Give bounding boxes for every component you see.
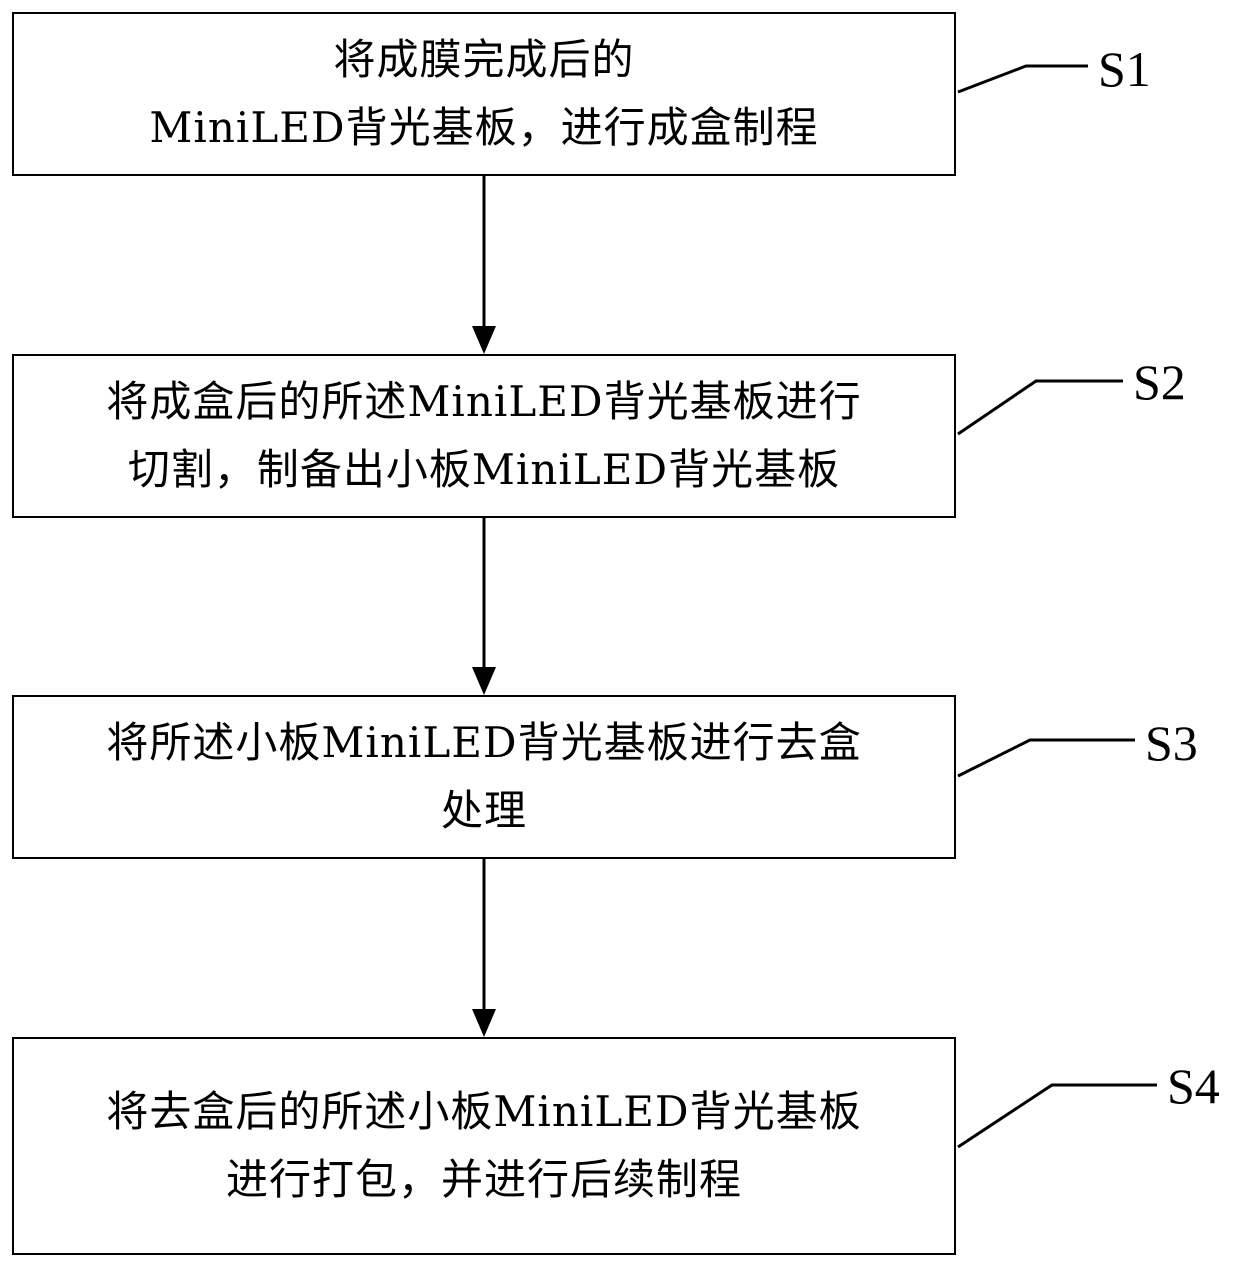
step-text-line: 将成膜完成后的 — [333, 26, 634, 94]
step-text-line: MiniLED背光基板，进行成盒制程 — [149, 94, 818, 162]
step-text-line: 将所述小板MiniLED背光基板进行去盒 — [106, 709, 861, 777]
step-label-s4: S4 — [1167, 1061, 1220, 1111]
step-text-line: 将去盒后的所述小板MiniLED背光基板 — [106, 1078, 861, 1146]
leader-line-s2 — [958, 381, 1123, 434]
step-box-s3: 将所述小板MiniLED背光基板进行去盒 处理 — [12, 695, 956, 859]
step-text-line: 切割，制备出小板MiniLED背光基板 — [128, 436, 840, 504]
step-box-s2: 将成盒后的所述MiniLED背光基板进行 切割，制备出小板MiniLED背光基板 — [12, 354, 956, 518]
step-label-s2: S2 — [1133, 357, 1186, 407]
arrowhead-s1-to-s2 — [472, 326, 496, 354]
arrowhead-s3-to-s4 — [472, 1009, 496, 1037]
leader-line-s3 — [958, 740, 1135, 776]
step-label-s3: S3 — [1145, 718, 1198, 768]
step-text-line: 进行打包，并进行后续制程 — [226, 1146, 742, 1214]
leader-line-s1 — [958, 66, 1088, 92]
leader-line-s4 — [958, 1085, 1157, 1147]
step-box-s4: 将去盒后的所述小板MiniLED背光基板 进行打包，并进行后续制程 — [12, 1037, 956, 1255]
arrowhead-s2-to-s3 — [472, 667, 496, 695]
step-label-s1: S1 — [1098, 44, 1151, 94]
step-text-line: 将成盒后的所述MiniLED背光基板进行 — [106, 368, 861, 436]
step-box-s1: 将成膜完成后的 MiniLED背光基板，进行成盒制程 — [12, 12, 956, 176]
step-text-line: 处理 — [441, 777, 527, 845]
